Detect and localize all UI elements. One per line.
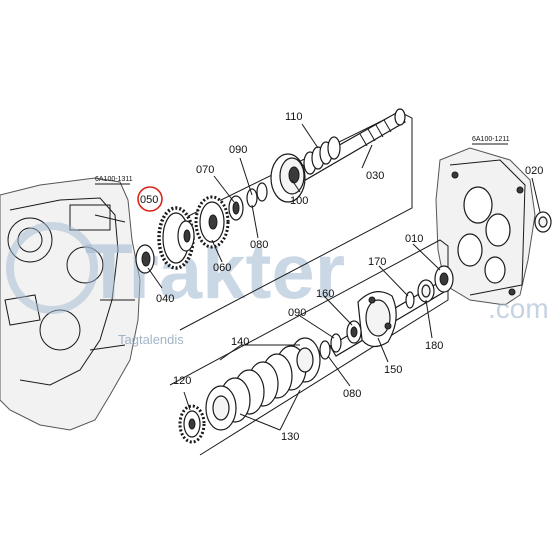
label-020: 020 bbox=[525, 165, 543, 177]
bearing-040 bbox=[135, 244, 155, 274]
label-030: 030 bbox=[366, 170, 384, 182]
washer-090-upper bbox=[256, 182, 268, 202]
washer-090-lower bbox=[330, 333, 342, 353]
washer-080-upper bbox=[246, 188, 258, 208]
label-130: 130 bbox=[281, 431, 299, 443]
label-100: 100 bbox=[290, 195, 308, 207]
label-170: 170 bbox=[368, 256, 386, 268]
label-070: 070 bbox=[196, 164, 214, 176]
label-040: 040 bbox=[156, 293, 174, 305]
clutch-pack bbox=[205, 337, 321, 431]
right-housing-reference: 6A100-1211 bbox=[472, 136, 510, 143]
label-160: 160 bbox=[316, 288, 334, 300]
gear-060 bbox=[194, 195, 230, 249]
label-110: 110 bbox=[285, 111, 303, 123]
label-150: 150 bbox=[384, 364, 402, 376]
label-090-upper: 090 bbox=[229, 144, 247, 156]
watermark-domain: .com bbox=[488, 293, 549, 324]
spring-110 bbox=[303, 136, 341, 175]
leader-lines bbox=[147, 123, 541, 431]
gear-120 bbox=[178, 404, 206, 444]
right-housing bbox=[435, 147, 536, 306]
label-060: 060 bbox=[213, 262, 231, 274]
pressure-plate-150 bbox=[357, 291, 397, 348]
left-housing-reference: 6A100-1311 bbox=[95, 176, 133, 183]
highlight-circle bbox=[137, 186, 163, 212]
seal-020 bbox=[534, 211, 552, 233]
label-010: 010 bbox=[405, 233, 423, 245]
washer-170 bbox=[405, 291, 415, 309]
label-120: 120 bbox=[173, 375, 191, 387]
gear-050 bbox=[157, 206, 195, 270]
bearing-010 bbox=[434, 265, 454, 293]
label-180: 180 bbox=[425, 340, 443, 352]
hub-100 bbox=[270, 153, 306, 203]
collar-180 bbox=[417, 279, 435, 303]
label-080-lower: 080 bbox=[343, 388, 361, 400]
washer-080-lower bbox=[319, 340, 331, 360]
label-090-lower: 090 bbox=[288, 307, 306, 319]
label-140: 140 bbox=[231, 336, 249, 348]
bearing-070 bbox=[228, 195, 244, 221]
watermark-subtitle: Tagtalendis bbox=[118, 332, 184, 347]
label-050: 050 bbox=[140, 194, 158, 206]
bearing-160 bbox=[346, 320, 362, 344]
label-080-upper: 080 bbox=[250, 239, 268, 251]
